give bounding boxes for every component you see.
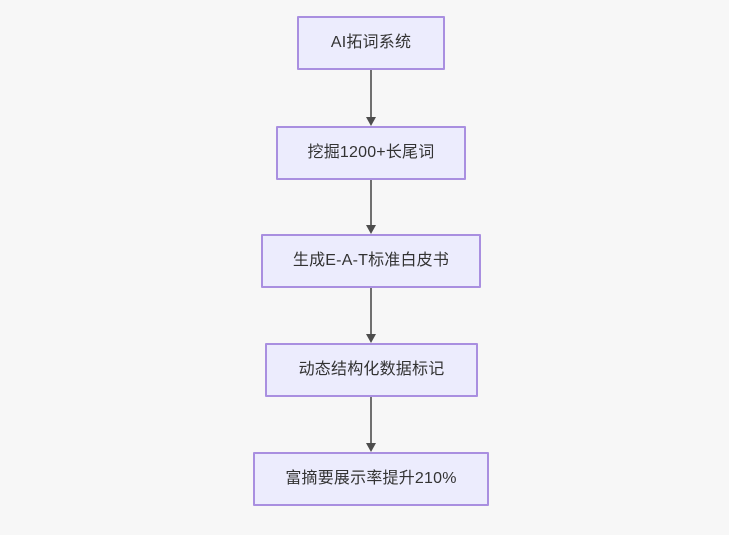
flow-node-label: 动态结构化数据标记 bbox=[298, 361, 445, 378]
flow-node-label: AI拓词系统 bbox=[330, 34, 412, 51]
arrow-down-icon bbox=[366, 334, 376, 343]
connector-line bbox=[370, 180, 372, 226]
arrow-down-icon bbox=[366, 117, 376, 126]
flow-node-label: 富摘要展示率提升210% bbox=[285, 470, 457, 487]
flow-connector-2 bbox=[362, 180, 380, 234]
flow-connector-4 bbox=[362, 397, 380, 452]
connector-line bbox=[370, 288, 372, 335]
flow-node-longtail-keywords[interactable]: 挖掘1200+长尾词 bbox=[276, 126, 466, 180]
flow-node-rich-snippet-result[interactable]: 富摘要展示率提升210% bbox=[253, 452, 489, 506]
connector-line bbox=[370, 70, 372, 118]
flow-node-label: 挖掘1200+长尾词 bbox=[307, 144, 435, 161]
flow-node-label: 生成E-A-T标准白皮书 bbox=[292, 252, 450, 269]
connector-line bbox=[370, 397, 372, 444]
flow-connector-3 bbox=[362, 288, 380, 343]
flow-node-ai-keyword-system[interactable]: AI拓词系统 bbox=[297, 16, 445, 70]
arrow-down-icon bbox=[366, 443, 376, 452]
flow-node-structured-data-markup[interactable]: 动态结构化数据标记 bbox=[265, 343, 478, 397]
flow-node-eat-whitepaper[interactable]: 生成E-A-T标准白皮书 bbox=[261, 234, 481, 288]
flow-connector-1 bbox=[362, 70, 380, 126]
arrow-down-icon bbox=[366, 225, 376, 234]
